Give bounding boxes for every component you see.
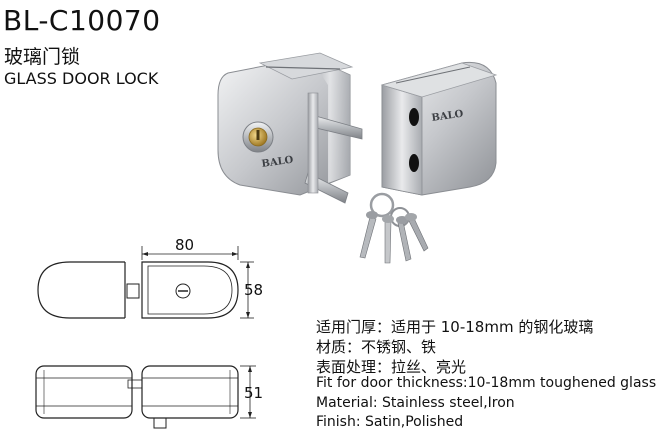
front-view-drawing: [37, 246, 254, 319]
brand-mark-strike: BALO: [431, 109, 464, 124]
spec-material-cn: 材质：不锈钢、铁: [316, 338, 437, 356]
brand-mark-body: BALO: [261, 155, 294, 170]
dimension-width: 80: [175, 236, 195, 254]
lock-body-photo: BALO: [217, 52, 363, 204]
spec-material-en: Material: Stainless steel,Iron: [316, 395, 515, 411]
product-photo: BALO BALO: [217, 52, 498, 264]
side-view-drawing: [35, 365, 256, 429]
model-number: BL-C10070: [3, 4, 161, 37]
spec-finish-en: Finish: Satin,Polished: [316, 414, 464, 430]
dimension-depth: 51: [244, 384, 264, 402]
product-name-en: GLASS DOOR LOCK: [4, 69, 159, 88]
keys-photo: [359, 192, 429, 264]
dimension-height: 58: [244, 281, 264, 299]
spec-door-thickness-en: Fit for door thickness:10-18mm toughened…: [316, 375, 657, 391]
product-name-cn: 玻璃门锁: [4, 46, 81, 68]
spec-door-thickness-cn: 适用门厚：适用于 10-18mm 的钢化玻璃: [316, 318, 594, 336]
spec-finish-cn: 表面处理：拉丝、亮光: [316, 358, 467, 376]
strike-box-photo: BALO: [380, 61, 498, 196]
